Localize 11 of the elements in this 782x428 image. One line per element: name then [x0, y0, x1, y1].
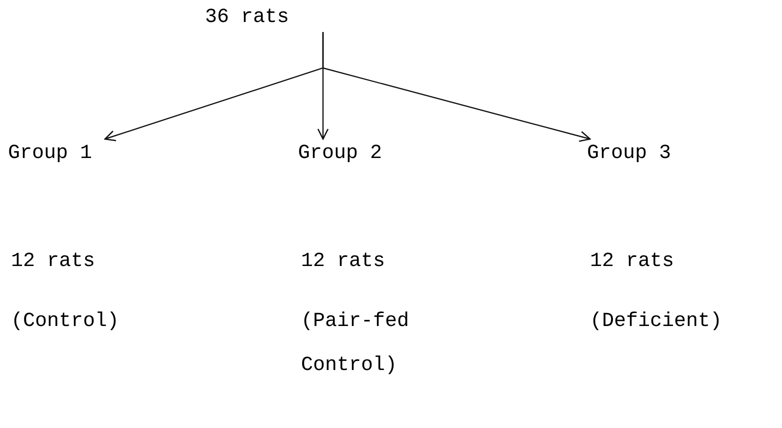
node-label: Group 1 [8, 141, 92, 167]
node-label: Group 3 [587, 141, 672, 167]
group-note: 12 rats [11, 249, 96, 275]
group-note: (Pair-fed Control) [301, 309, 410, 379]
arrow [322, 32, 591, 142]
group-note: (Deficient) [590, 309, 724, 335]
group-note: 12 rats [590, 249, 676, 275]
node-label: 36 rats [205, 5, 290, 31]
group-note: 12 rats [301, 249, 386, 275]
node-label: Group 2 [298, 141, 382, 167]
group-note: (Control) [11, 309, 120, 335]
